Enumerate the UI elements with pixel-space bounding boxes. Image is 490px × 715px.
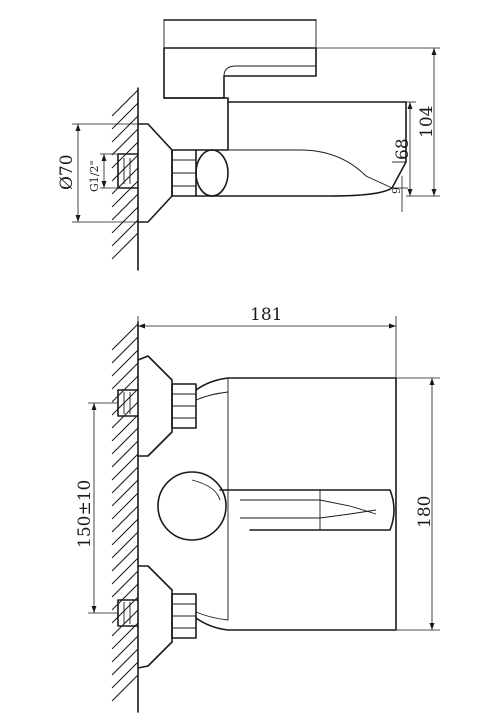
hatch-line [111,648,139,676]
hatch-line [111,349,139,377]
hatch-line [111,557,139,585]
hatch-line [111,388,139,416]
side-diameter-label: Ø70 [57,154,77,190]
hatch-line [111,674,139,702]
front-wall-hatch [111,323,139,702]
front-view: 181 180 150±10 [75,305,440,713]
hatch-line [111,596,139,624]
side-height-spout-label: 68 [393,138,413,160]
hatch-line [111,154,139,182]
hatch-line [111,89,139,117]
side-view: Ø70 G1/2" 104 68 9 [57,19,440,271]
side-escutcheon [137,123,173,223]
side-spout-inner [228,149,393,189]
hatch-line [111,362,139,390]
hatch-line [111,141,139,169]
front-handle [157,471,227,541]
hatch-line [111,427,139,455]
hatch-line [111,336,139,364]
side-thread-label: G1/2" [88,160,101,192]
side-inlet-nipple [117,153,139,189]
hatch-line [111,466,139,494]
hatch-line [111,219,139,247]
side-height-outlet-label: 9 [390,187,403,194]
hatch-line [111,232,139,260]
hatch-line [111,401,139,429]
side-height-total-label: 104 [417,106,437,138]
front-lower-nut [171,593,197,639]
front-upper-escutcheon [137,355,173,457]
hatch-line [111,180,139,208]
hatch-line [111,193,139,221]
front-spacing-label: 150±10 [75,480,95,548]
hatch-line [111,102,139,130]
hatch-line [111,115,139,143]
hatch-line [111,440,139,468]
hatch-line [111,479,139,507]
front-width-label: 181 [250,305,282,325]
hatch-line [111,531,139,559]
hatch-line [111,206,139,234]
hatch-line [111,323,139,351]
side-lever [163,47,317,99]
front-lower-escutcheon [137,565,173,669]
side-handle-knob [195,149,229,197]
hatch-line [111,167,139,195]
front-spout [219,489,395,531]
side-wall-hatch [111,89,139,260]
front-body [195,377,397,631]
hatch-line [111,128,139,156]
side-body-spout [195,101,407,197]
hatch-line [111,635,139,663]
hatch-line [111,570,139,598]
hatch-line [111,492,139,520]
front-height-label: 180 [415,496,435,528]
hatch-line [111,583,139,611]
hatch-line [111,375,139,403]
hatch-line [111,661,139,689]
hatch-line [111,622,139,650]
hatch-line [111,518,139,546]
hatch-line [111,453,139,481]
hatch-line [111,544,139,572]
front-upper-nut [171,383,197,429]
hatch-line [111,414,139,442]
hatch-line [111,505,139,533]
hatch-line [111,609,139,637]
